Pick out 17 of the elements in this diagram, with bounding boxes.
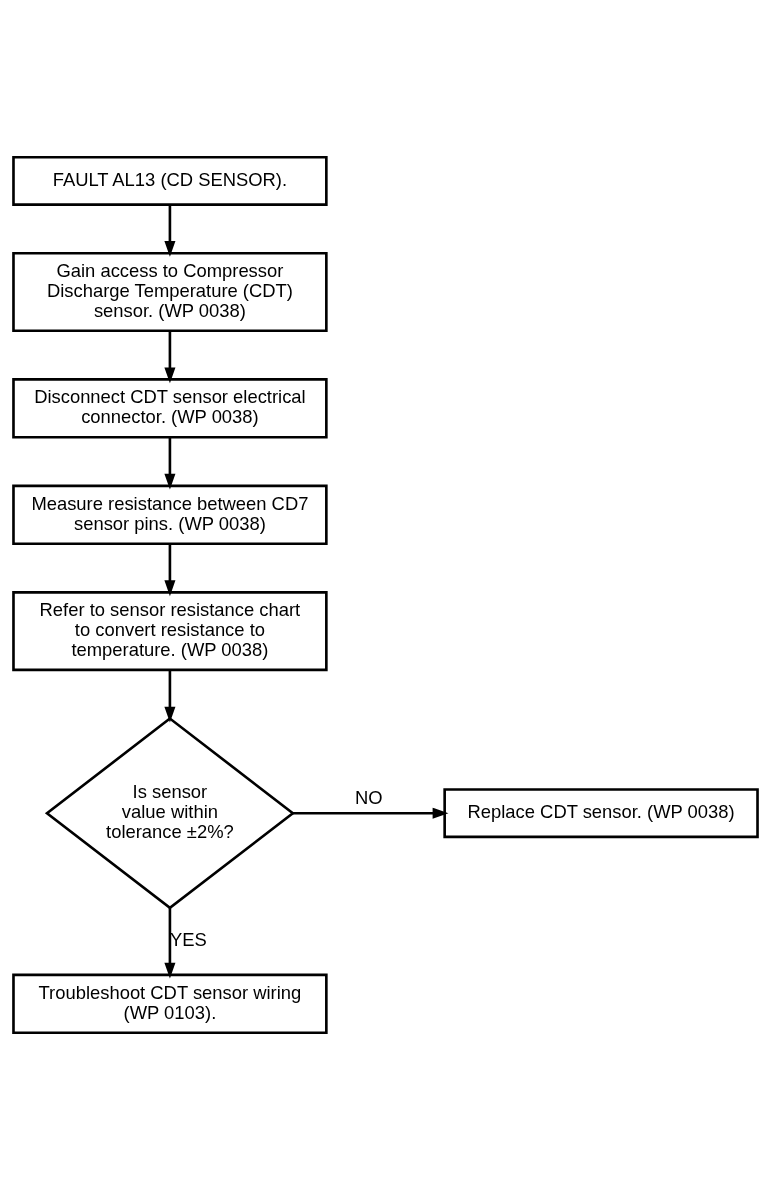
arrow xyxy=(164,907,176,979)
arrow xyxy=(164,437,176,490)
arrow xyxy=(164,331,176,384)
arrow xyxy=(164,204,176,257)
edge-label: YES xyxy=(169,929,207,951)
arrow xyxy=(164,670,176,723)
edge-label: NO xyxy=(354,787,383,809)
node-box: Troubleshoot CDT sensor wiring (WP 0103). xyxy=(12,973,328,1035)
node-box: Gain access to Compressor Discharge Temperature (CDT) sensor. (WP 0038) xyxy=(12,251,328,333)
arrow xyxy=(292,807,449,819)
node-box: FAULT AL13 (CD SENSOR). xyxy=(12,155,328,206)
node-diamond: Is sensor value within tolerance ±2%? xyxy=(44,716,295,910)
arrow xyxy=(164,544,176,597)
node-box: Disconnect CDT sensor electrical connector. (WP 0038) xyxy=(12,378,328,439)
node-box: Refer to sensor resistance chart to convert resistance to temperature. (WP 0038) xyxy=(12,591,328,672)
node-box: Replace CDT sensor. (WP 0038) xyxy=(443,788,759,839)
node-box: Measure resistance between CD7 sensor pins. (WP 0038) xyxy=(12,484,328,546)
